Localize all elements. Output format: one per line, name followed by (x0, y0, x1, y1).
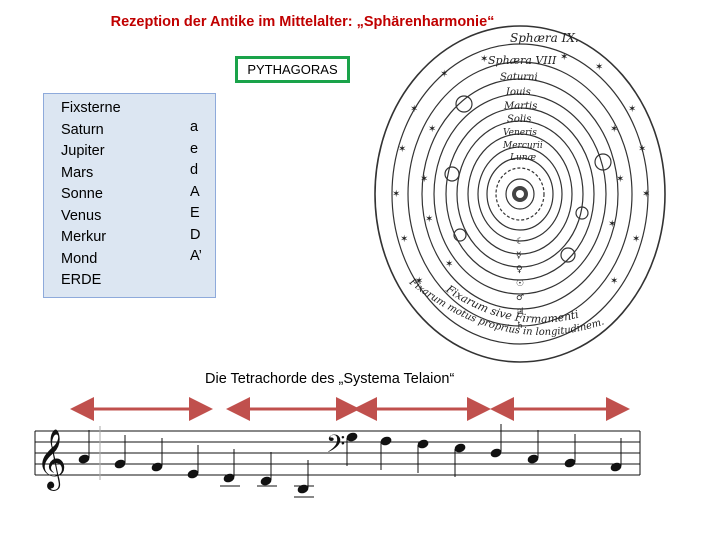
planet-item: Jupiter (61, 143, 105, 159)
svg-text:♀: ♀ (516, 265, 523, 275)
planet-item: Mond (61, 250, 98, 267)
note-item: A (190, 183, 200, 200)
svg-text:✶: ✶ (425, 214, 433, 225)
note-item: D (190, 226, 201, 243)
planet-note-panel (43, 93, 216, 298)
planet-item: Fixsterne (61, 100, 121, 116)
svg-text:✶: ✶ (400, 234, 408, 245)
slide-title: Rezeption der Antike im Mittelalter: „Sp… (110, 14, 495, 30)
svg-text:✶: ✶ (610, 124, 618, 135)
svg-text:✶: ✶ (610, 276, 618, 287)
sphere-label: Sphæra IX. (510, 31, 579, 45)
svg-text:✶: ✶ (642, 189, 650, 200)
svg-text:✶: ✶ (445, 259, 453, 270)
sphere-label: Martis (503, 101, 537, 112)
note-item: a (190, 119, 199, 135)
bass-clef-icon: 𝄢 (326, 430, 345, 465)
note-item: e (190, 140, 199, 157)
planet-item: Venus (61, 207, 102, 224)
planet-item: Sonne (61, 186, 103, 202)
svg-text:☿: ☿ (516, 251, 522, 261)
sphere-label: Veneris (503, 128, 537, 138)
svg-text:✶: ✶ (560, 52, 568, 63)
svg-text:✶: ✶ (398, 144, 406, 155)
sphere-label: Mercurii (502, 141, 543, 151)
planet-item: Merkur (61, 229, 107, 245)
sphere-label: Sphæra VIII (488, 54, 557, 67)
svg-text:☉: ☉ (516, 279, 524, 289)
staff-notes (78, 424, 622, 498)
planet-item: ERDE (61, 272, 102, 288)
svg-text:♄: ♄ (516, 321, 524, 331)
sphere-label: Solis (507, 114, 531, 125)
note-list: a e d A E D A’ (190, 117, 202, 268)
svg-text:♃: ♃ (516, 307, 524, 317)
svg-text:☾: ☾ (516, 237, 524, 247)
svg-text:✶: ✶ (428, 124, 436, 135)
note-item: E (190, 205, 200, 221)
note-item: A’ (190, 248, 202, 264)
tetrachord-staff: 𝄞 𝄢 (34, 397, 641, 498)
tetrachord-caption: Die Tetrachorde des „Systema Telaion“ (205, 371, 455, 387)
sphere-label: Iouis (505, 87, 531, 98)
svg-text:✶: ✶ (616, 174, 624, 185)
sphere-label: Lunæ (509, 153, 537, 163)
svg-text:✶: ✶ (628, 104, 636, 115)
pythagoras-label: PYTHAGORAS (235, 56, 350, 83)
planet-item: Saturn (61, 121, 104, 138)
svg-text:✶: ✶ (632, 234, 640, 245)
treble-clef-icon: 𝄞 (36, 429, 67, 491)
svg-text:♂: ♂ (516, 293, 524, 303)
sphere-label: Saturni (500, 72, 538, 83)
celestial-spheres-diagram: ✶ ✶ ✶ ✶ ✶ ✶ ✶ ✶ ✶ ✶ ✶ ✶ ✶ ✶ ✶ ✶ ✶ ✶ ✶ ✶ ✶ Sphæra IX. S… (374, 25, 666, 363)
svg-text:✶: ✶ (595, 62, 603, 73)
note-item: d (190, 162, 199, 178)
svg-text:✶: ✶ (638, 144, 646, 155)
planet-list: Fixsterne Saturn Jupiter Mars Sonne Venu… (61, 98, 121, 292)
svg-text:✶: ✶ (410, 104, 418, 115)
svg-text:✶: ✶ (415, 276, 423, 287)
planet-item: Mars (61, 164, 94, 181)
svg-text:✶: ✶ (392, 189, 400, 200)
svg-text:✶: ✶ (420, 174, 428, 185)
svg-text:✶: ✶ (608, 219, 616, 230)
svg-text:✶: ✶ (480, 54, 488, 65)
svg-text:✶: ✶ (440, 69, 448, 80)
